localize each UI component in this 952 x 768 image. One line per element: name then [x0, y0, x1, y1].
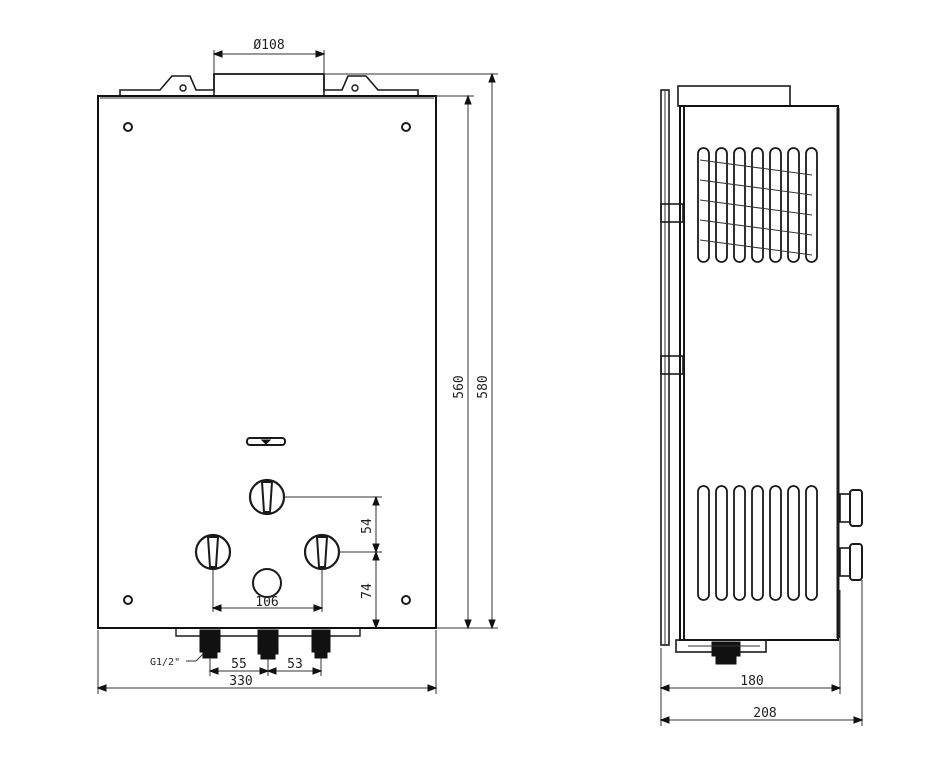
indicator-mark: [260, 439, 272, 445]
front-view: Ø108 560 580 54: [96, 38, 498, 694]
dim-width-front-text: 330: [229, 674, 252, 689]
screw-hole-top-left: [123, 122, 133, 132]
dim-height-total: 580: [324, 72, 498, 630]
dim-depth-body: 180: [659, 590, 842, 694]
fitting-callout: G1/2": [150, 653, 204, 668]
dim-knob-upper-text: 54: [360, 518, 375, 534]
dim-width-front: 330: [96, 630, 438, 694]
bracket-hole-right: [351, 84, 359, 92]
indicator-slot: [246, 437, 286, 446]
flue-collar: [213, 73, 325, 97]
fitting-right: [311, 629, 331, 653]
dim-depth-total: 208: [659, 580, 864, 726]
side-knob-upper: [839, 489, 863, 527]
dim-pipe-right-text: 53: [287, 657, 303, 672]
fitting-center: [257, 629, 279, 655]
screw-hole-bottom-left: [123, 595, 133, 605]
side-bottom-fitting: [675, 639, 767, 665]
fitting-right-nut: [314, 651, 328, 659]
dim-depth-total-text: 208: [753, 706, 776, 721]
dim-pipe-spacing: 55 53: [208, 657, 323, 676]
side-body: [679, 105, 839, 641]
bracket-hole-left: [179, 84, 187, 92]
dim-pipe-left-text: 55: [231, 657, 247, 672]
side-top-collar: [677, 85, 791, 107]
fitting-left: [199, 629, 221, 653]
fitting-label-text: G1/2": [150, 657, 180, 668]
dim-height-total-text: 580: [476, 375, 491, 398]
viewing-window: [252, 568, 282, 598]
fitting-center-nut: [260, 653, 276, 660]
dim-knob-lower-text: 74: [360, 583, 375, 599]
front-body: [97, 95, 437, 629]
dim-knob-spacing-text: 106: [255, 595, 278, 610]
dim-height-body-text: 560: [452, 375, 467, 398]
side-knob-lower: [839, 543, 863, 581]
screw-hole-top-right: [401, 122, 411, 132]
fitting-left-nut: [202, 651, 218, 659]
dim-flue-diameter: Ø108: [212, 38, 326, 74]
vents-upper: [697, 147, 818, 263]
side-bracket-upper: [660, 203, 684, 223]
front-top-bracket: [119, 73, 419, 96]
screw-hole-bottom-right: [401, 595, 411, 605]
vents-lower: [697, 485, 818, 601]
dim-knob-spacing: 106: [211, 569, 324, 612]
dim-knob-vertical: 54 74: [284, 495, 382, 630]
side-view: 180 208: [659, 85, 864, 726]
dim-height-body: 560: [436, 94, 474, 630]
dim-flue-diameter-text: Ø108: [253, 38, 284, 53]
dim-depth-body-text: 180: [740, 674, 763, 689]
side-bracket-middle: [660, 355, 684, 375]
